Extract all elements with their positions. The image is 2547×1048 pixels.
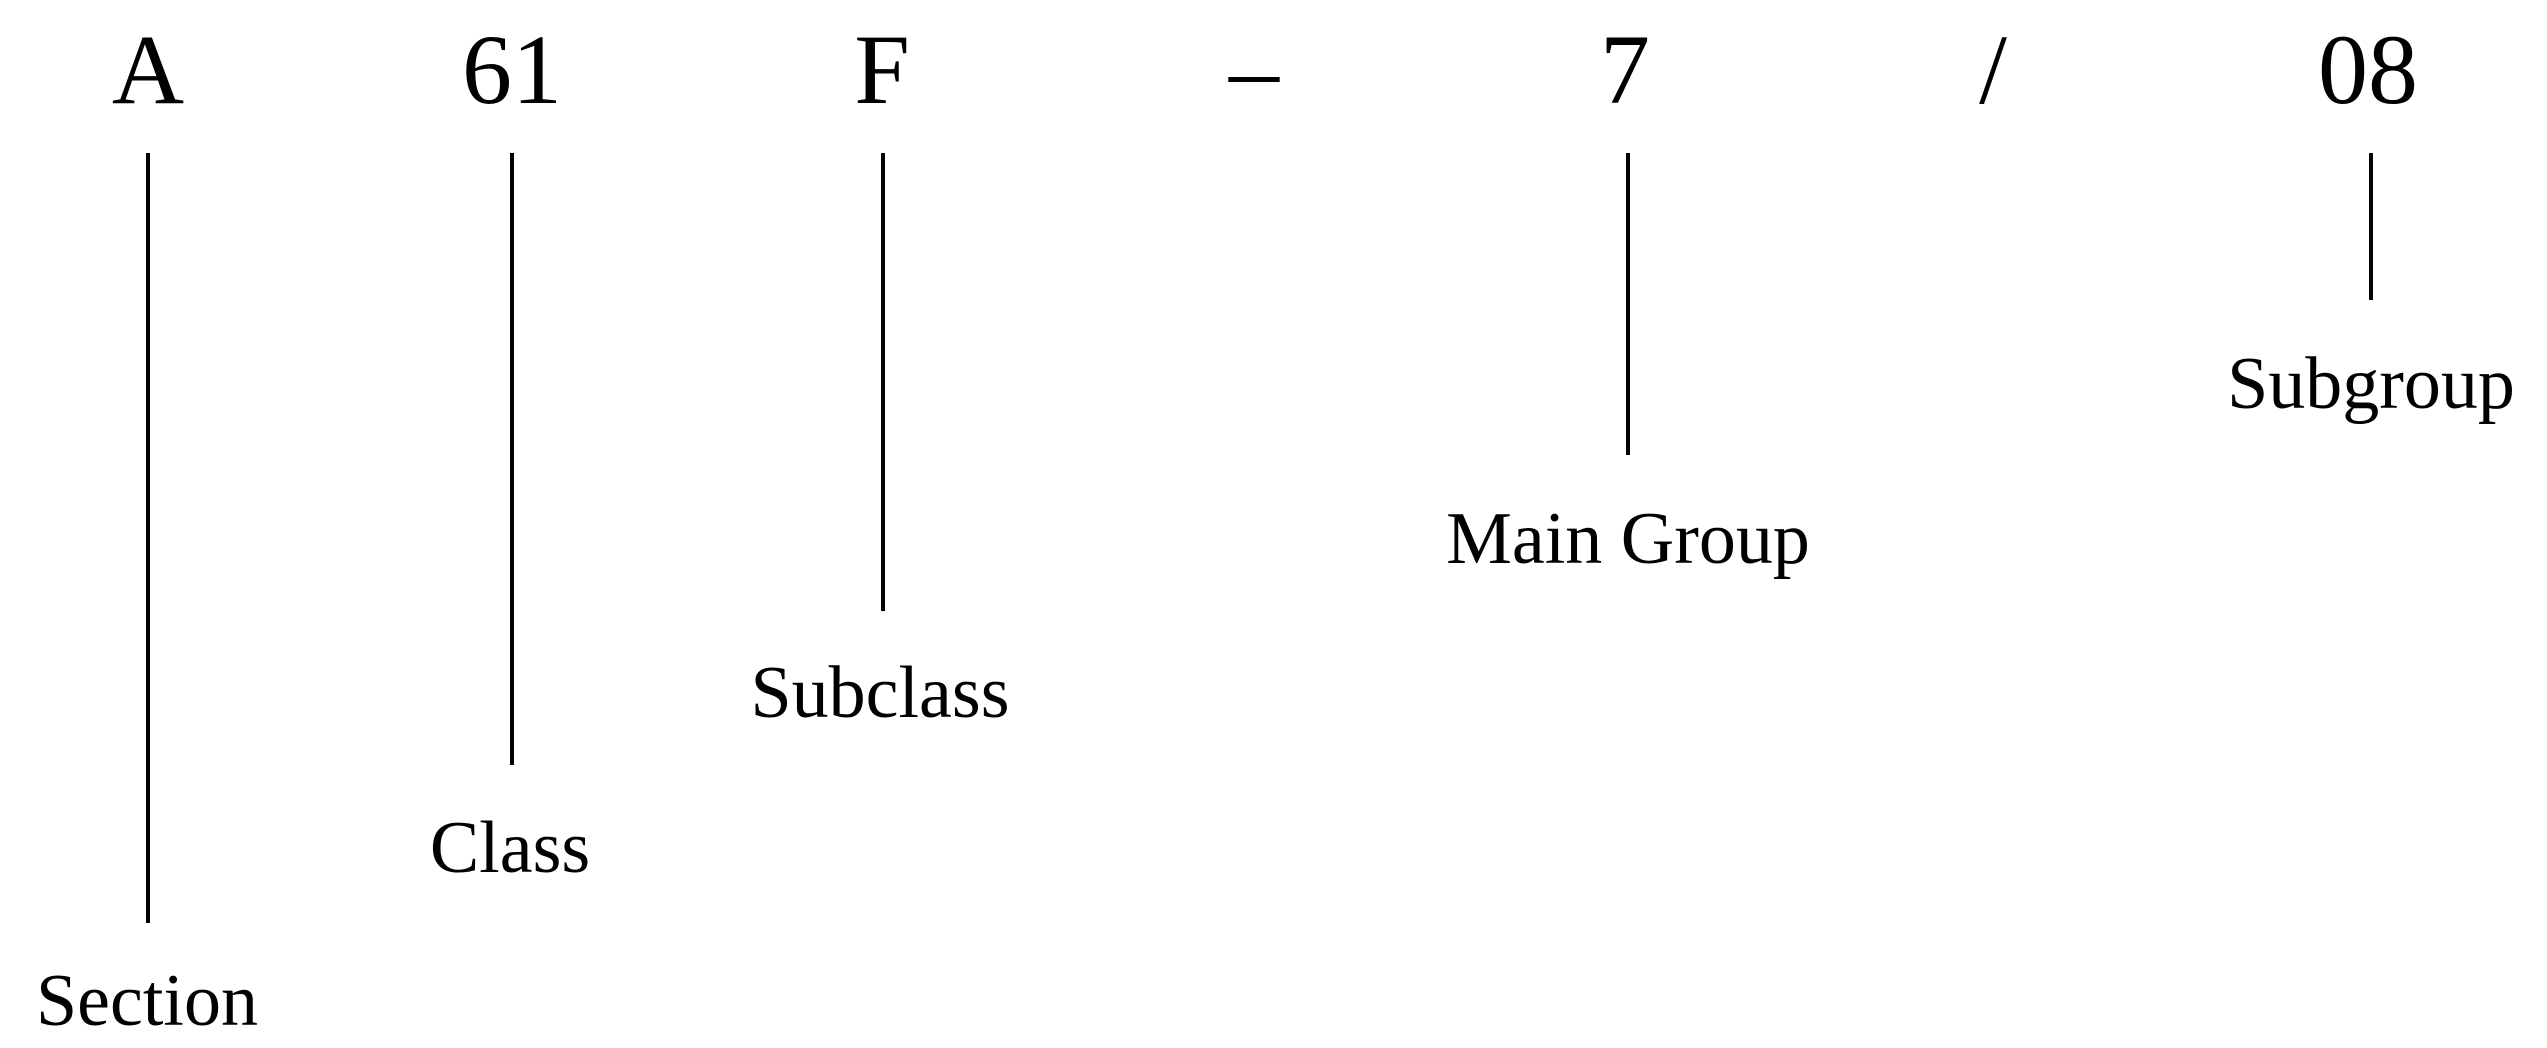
class-label: Class <box>429 807 591 889</box>
code-main-group: 7 <box>1600 14 1650 125</box>
section-connector-line <box>146 153 150 923</box>
subgroup-connector-line <box>2369 153 2373 300</box>
main-group-label: Main Group <box>1446 498 1810 580</box>
subclass-connector-line <box>881 153 885 611</box>
class-connector-line <box>510 153 514 765</box>
code-subclass: F <box>854 14 910 125</box>
code-slash: / <box>1979 14 2007 125</box>
code-subgroup: 08 <box>2318 14 2418 125</box>
main-group-connector-line <box>1626 153 1630 455</box>
section-label: Section <box>36 960 258 1042</box>
subgroup-label: Subgroup <box>2227 343 2515 425</box>
code-class: 61 <box>462 14 562 125</box>
code-section: A <box>111 14 185 125</box>
code-dash: – <box>1229 14 1279 125</box>
subclass-label: Subclass <box>750 652 1010 734</box>
